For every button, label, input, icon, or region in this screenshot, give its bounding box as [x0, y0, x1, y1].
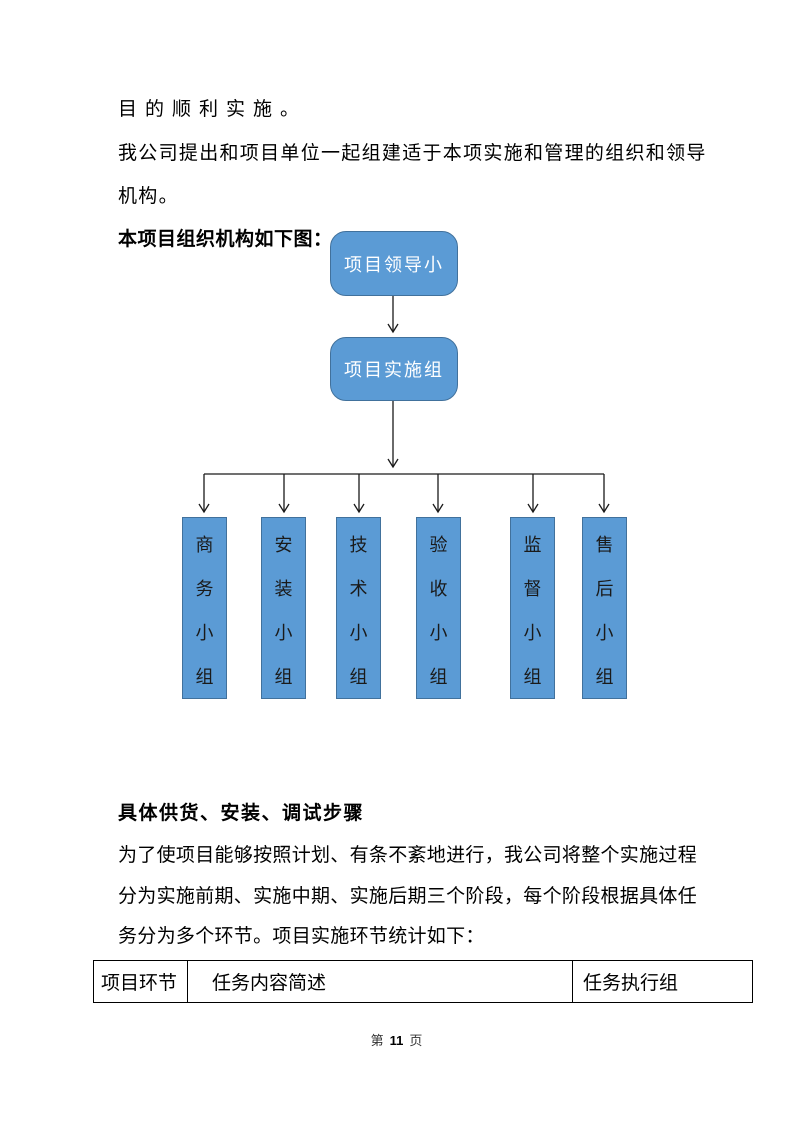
- org-node-acceptance-group-label: 验收小组: [429, 535, 448, 687]
- org-node-business-group-label: 商务小组: [195, 535, 214, 687]
- paragraph1-line2: 我公司提出和项目单位一起组建适于本项实施和管理的组织和领导: [118, 143, 707, 164]
- paragraph1-line1: 目的顺利实施。: [118, 99, 308, 120]
- task-table-header-phase: 项目环节: [93, 960, 188, 1003]
- org-node-installation-group: 安装小组: [261, 517, 306, 699]
- org-node-installation-group-label: 安装小组: [274, 535, 293, 687]
- paragraph2-line3: 务分为多个环节。项目实施环节统计如下：: [118, 926, 485, 947]
- paragraph2-line1: 为了使项目能够按照计划、有条不紊地进行，我公司将整个实施过程: [118, 845, 698, 866]
- task-table-header-executor: 任务执行组: [572, 960, 753, 1003]
- org-node-project-implementation-label: 项目实施组: [344, 360, 444, 380]
- org-node-technical-group-label: 技术小组: [349, 535, 368, 687]
- task-table-header-description: 任务内容简述: [187, 960, 573, 1003]
- page-footer-prefix: 第: [370, 1033, 384, 1048]
- page-footer-suffix: 页: [409, 1033, 423, 1048]
- page-footer: 第 11 页: [0, 1030, 793, 1049]
- org-node-project-implementation: 项目实施组: [330, 337, 458, 401]
- paragraph1-line3: 机构。: [118, 186, 179, 207]
- org-node-supervision-group-label: 监督小组: [523, 535, 542, 687]
- org-node-aftersales-group-label: 售后小组: [595, 535, 614, 687]
- page-number: 11: [389, 1033, 404, 1048]
- org-node-aftersales-group: 售后小组: [582, 517, 627, 699]
- org-node-technical-group: 技术小组: [336, 517, 381, 699]
- section-heading: 具体供货、安装、调试步骤: [118, 803, 365, 824]
- chart-intro-heading: 本项目组织机构如下图：: [118, 229, 333, 250]
- org-node-supervision-group: 监督小组: [510, 517, 555, 699]
- org-node-business-group: 商务小组: [182, 517, 227, 699]
- org-node-acceptance-group: 验收小组: [416, 517, 461, 699]
- org-node-project-leadership-label: 项目领导小: [344, 254, 444, 275]
- task-table: 项目环节 任务内容简述 任务执行组: [93, 960, 753, 1003]
- org-node-project-leadership: 项目领导小: [330, 231, 458, 296]
- paragraph2-line2: 分为实施前期、实施中期、实施后期三个阶段，每个阶段根据具体任: [118, 886, 698, 907]
- task-table-header-row: 项目环节 任务内容简述 任务执行组: [93, 960, 753, 1003]
